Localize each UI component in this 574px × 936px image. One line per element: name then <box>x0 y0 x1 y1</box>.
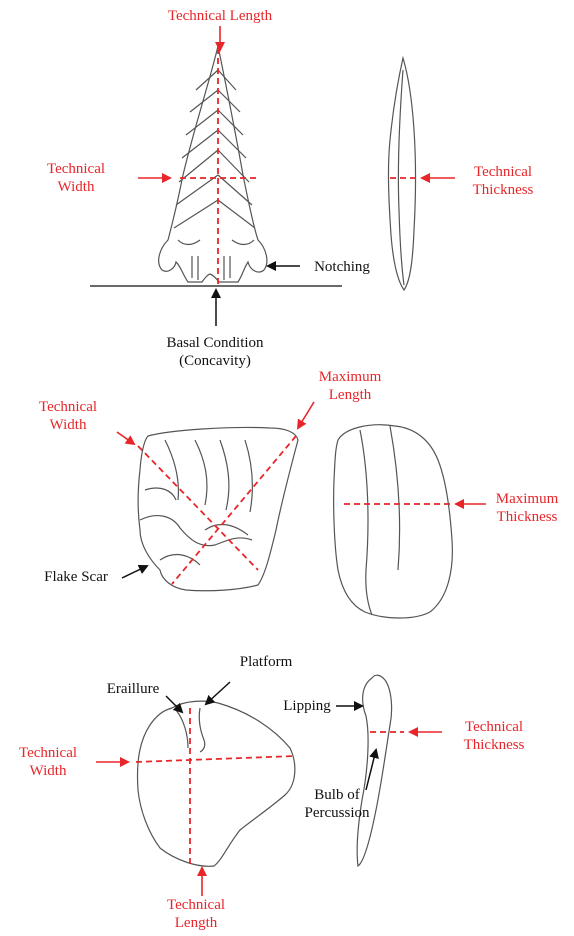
core-width-arrow <box>117 432 134 444</box>
maximum-length-arrow <box>298 402 314 428</box>
notching-label: Notching <box>300 258 384 276</box>
core-technical-width-label: Technical Width <box>20 398 116 434</box>
technical-length-label: Technical Length <box>150 7 290 25</box>
bulb-of-percussion-label: Bulb of Percussion <box>292 786 382 822</box>
technical-thickness-label: Technical Thickness <box>458 163 548 199</box>
flake-scar-label: Flake Scar <box>26 568 126 586</box>
flake-technical-length-label: Technical Length <box>146 896 246 932</box>
flake-measures <box>96 682 442 896</box>
maximum-length-label: Maximum Length <box>300 368 400 404</box>
flake-technical-width-label: Technical Width <box>0 744 96 780</box>
platform-label: Platform <box>226 653 306 671</box>
platform-arrow <box>206 682 230 704</box>
lipping-label: Lipping <box>272 697 342 715</box>
projectile-point-drawing <box>159 46 267 282</box>
flake-technical-thickness-label: Technical Thickness <box>448 718 540 754</box>
eraillure-label: Eraillure <box>88 680 178 698</box>
core-drawing <box>138 425 452 618</box>
basal-condition-label: Basal Condition (Concavity) <box>150 334 280 370</box>
core-measures <box>117 402 486 584</box>
projectile-point-side-view <box>388 58 415 290</box>
technical-width-label: Technical Width <box>24 160 128 196</box>
maximum-thickness-label: Maximum Thickness <box>480 490 574 526</box>
flake-drawing <box>138 675 392 866</box>
